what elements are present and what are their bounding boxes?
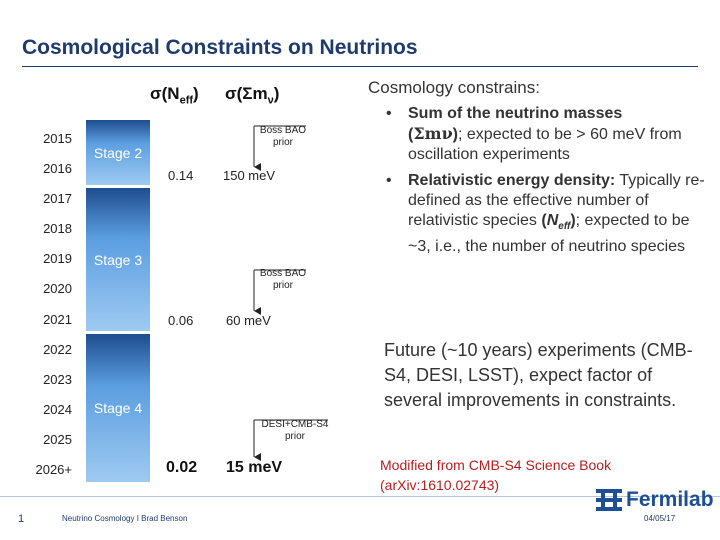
year-label: 2020 bbox=[43, 281, 72, 296]
side-panel: Cosmology constrains: • Sum of the neutr… bbox=[368, 78, 708, 263]
down-arrow-icon bbox=[253, 269, 306, 315]
year-label: 2019 bbox=[43, 251, 72, 266]
neff-value: 0.14 bbox=[168, 168, 194, 183]
year-label: 2023 bbox=[43, 372, 72, 387]
neff-value: 0.02 bbox=[166, 459, 198, 476]
side-intro: Cosmology constrains: bbox=[368, 78, 540, 97]
year-label: 2018 bbox=[43, 221, 72, 236]
year-label: 2026+ bbox=[35, 462, 72, 477]
stage-label: Stage 3 bbox=[93, 251, 143, 268]
year-label: 2021 bbox=[43, 312, 72, 327]
page-number: 1 bbox=[18, 513, 25, 525]
title-divider bbox=[22, 66, 698, 67]
bullet-icon: • bbox=[386, 172, 392, 189]
down-arrow-icon bbox=[253, 125, 306, 171]
year-label: 2017 bbox=[43, 191, 72, 206]
mnu-value: 15 meV bbox=[226, 459, 283, 476]
slide-title: Cosmological Constraints on Neutrinos bbox=[22, 36, 418, 59]
source-credit: Modified from CMB-S4 Science Book (arXiv… bbox=[380, 457, 612, 493]
year-label: 2024 bbox=[43, 402, 72, 417]
footer-divider bbox=[0, 496, 720, 497]
list-item: • Relativistic energy density: Typically… bbox=[386, 172, 705, 256]
fermilab-logo-icon bbox=[596, 489, 622, 511]
future-note: Future (~10 years) experiments (CMB-S4, … bbox=[384, 340, 693, 410]
bullet-icon: • bbox=[386, 105, 392, 122]
neff-value: 0.06 bbox=[168, 313, 194, 328]
stage-3-bar: Stage 3 bbox=[86, 188, 150, 331]
neff-column-header: σ(Neff) bbox=[150, 84, 199, 107]
year-label: 2016 bbox=[43, 161, 72, 176]
stage-label: Stage 2 bbox=[93, 144, 143, 161]
footer-date: 04/05/17 bbox=[644, 514, 676, 523]
year-label: 2022 bbox=[43, 342, 72, 357]
stage-2-bar: Stage 2 bbox=[86, 120, 150, 185]
year-label: 2015 bbox=[43, 131, 72, 146]
mnu-column-header: σ(Σmν) bbox=[225, 84, 280, 107]
fermilab-logo: Fermilab bbox=[596, 488, 714, 512]
footer-text: Neutrino Cosmology I Brad Benson bbox=[62, 514, 188, 523]
down-arrow-icon bbox=[253, 419, 328, 461]
logo-text: Fermilab bbox=[626, 488, 714, 511]
list-item: • Sum of the neutrino masses (Σmν); expe… bbox=[386, 105, 682, 163]
mnu-value: 150 meV bbox=[223, 168, 276, 183]
constraint-list: • Sum of the neutrino masses (Σmν); expe… bbox=[368, 104, 708, 257]
stage-label: Stage 4 bbox=[93, 400, 143, 416]
mnu-value: 60 meV bbox=[226, 313, 271, 328]
year-label: 2025 bbox=[43, 432, 72, 447]
stage-4-bar: Stage 4 bbox=[86, 334, 150, 482]
